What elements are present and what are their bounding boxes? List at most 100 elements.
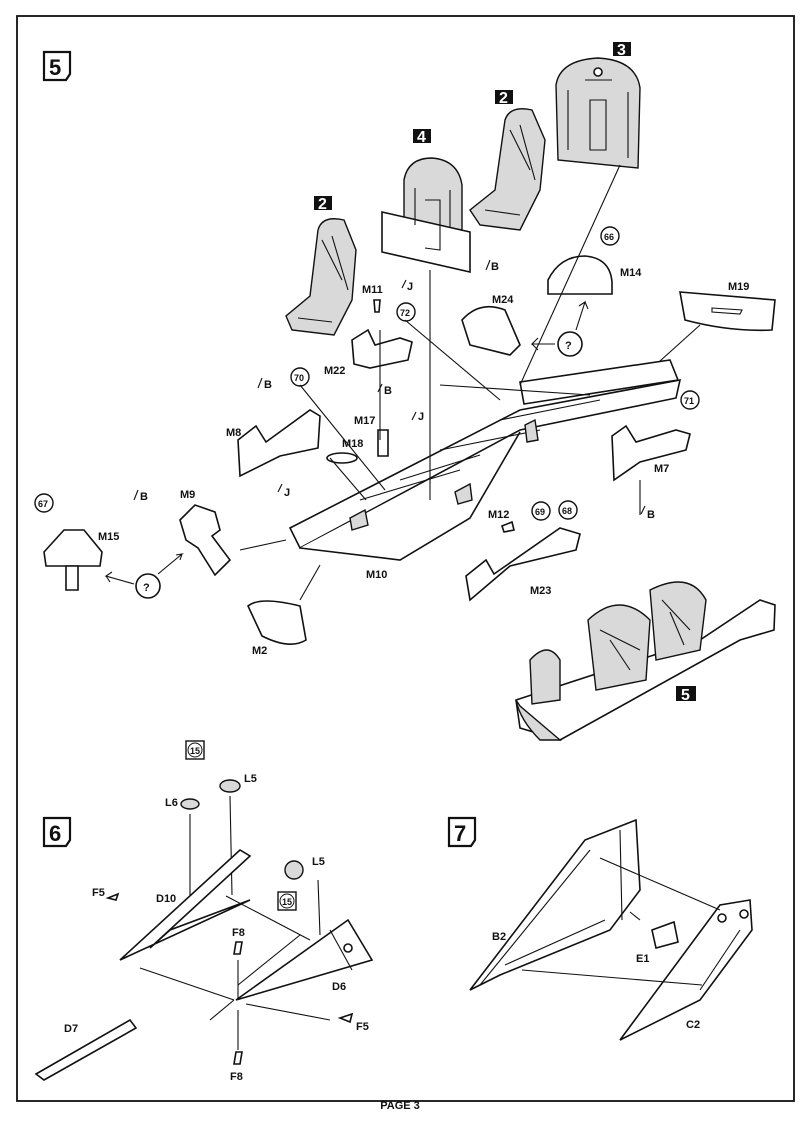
badge-assembly: 5 <box>676 686 696 704</box>
svg-text:70: 70 <box>294 373 304 383</box>
label-m18: M18 <box>342 438 363 450</box>
m24-part <box>461 305 521 356</box>
svg-text:2: 2 <box>318 196 327 213</box>
svg-text:4: 4 <box>417 129 426 146</box>
paint-ref-15-top: 15 <box>185 740 205 760</box>
l5-side-part <box>284 860 304 880</box>
page-frame <box>16 15 795 1102</box>
f5-right-part <box>337 1012 354 1024</box>
label-m11-sprue: J <box>407 281 413 293</box>
paint-ref-69: 69 <box>531 501 551 521</box>
step-6-marker: 6 <box>42 816 72 848</box>
label-m9-sprue: B <box>140 491 148 503</box>
svg-text:3: 3 <box>617 42 626 59</box>
label-m7: M7 <box>654 463 669 475</box>
paint-ref-66: 66 <box>600 226 620 246</box>
f5-left-part <box>105 892 120 901</box>
left-seat-part <box>285 218 357 336</box>
c2-part <box>619 899 753 1041</box>
badge-right-seat: 2 <box>495 90 513 107</box>
label-m24-sprue: B <box>491 261 499 273</box>
step-5-marker: 5 <box>42 50 72 82</box>
badge-front-bulkhead: 4 <box>413 129 431 146</box>
label-m14: M14 <box>620 267 642 279</box>
right-seat-part <box>469 108 546 231</box>
svg-text:2: 2 <box>499 90 508 107</box>
d6-part <box>235 918 374 1001</box>
label-b2: B2 <box>492 931 506 943</box>
m12-part <box>501 520 515 533</box>
m2-part <box>247 600 307 645</box>
b2-part <box>469 818 641 991</box>
svg-text:?: ? <box>565 340 572 352</box>
f8-top-part <box>233 941 243 955</box>
m23-part <box>465 527 581 602</box>
step-6-number: 6 <box>49 821 61 846</box>
label-m17: M17 <box>354 415 375 427</box>
d7-part <box>34 1018 138 1081</box>
label-m19: M19 <box>728 281 749 293</box>
label-e1: E1 <box>636 953 649 965</box>
d10-part <box>119 849 252 961</box>
label-l5-side: L5 <box>312 856 325 868</box>
svg-text:5: 5 <box>681 687 690 704</box>
label-f5-right: F5 <box>356 1021 369 1033</box>
f8-bottom-part <box>233 1051 243 1065</box>
label-m11: M11 <box>362 284 383 296</box>
label-m18-sprue: J <box>284 487 290 499</box>
alternative-marker-left: ? <box>104 553 184 599</box>
paint-ref-72: 72 <box>396 302 416 322</box>
m9-part <box>179 504 232 577</box>
m14-part <box>547 255 613 295</box>
label-m22-sprue: B <box>384 385 392 397</box>
label-d7: D7 <box>64 1023 78 1035</box>
e1-part <box>651 920 679 949</box>
label-d6: D6 <box>332 981 346 993</box>
front-bulkhead-part <box>381 157 471 274</box>
m11-part <box>373 299 381 313</box>
svg-text:15: 15 <box>282 897 292 907</box>
svg-text:?: ? <box>143 582 150 594</box>
m8-part <box>237 409 321 478</box>
label-m22: M22 <box>324 365 345 377</box>
completed-cockpit-assembly <box>515 581 776 741</box>
paint-ref-15-side: 15 <box>277 891 297 911</box>
paint-ref-71: 71 <box>680 390 700 410</box>
m15-part <box>43 529 103 567</box>
paint-ref-68: 68 <box>558 500 578 520</box>
svg-text:15: 15 <box>190 746 200 756</box>
alternative-marker-right: ? <box>530 300 589 357</box>
svg-text:69: 69 <box>535 507 545 517</box>
svg-text:66: 66 <box>604 232 614 242</box>
step-5-number: 5 <box>49 55 61 80</box>
m22-part <box>351 328 413 369</box>
paint-ref-70: 70 <box>290 367 310 387</box>
label-f8-top: F8 <box>232 927 245 939</box>
l6-part <box>180 798 200 810</box>
m7-part <box>611 424 691 482</box>
label-m8-sprue: B <box>264 379 272 391</box>
rear-bulkhead-part <box>555 57 641 169</box>
l5-top-part <box>219 779 241 793</box>
svg-text:72: 72 <box>400 308 410 318</box>
badge-left-seat: 2 <box>314 196 332 213</box>
svg-text:67: 67 <box>38 499 48 509</box>
label-m24: M24 <box>492 294 514 306</box>
m18-part <box>326 452 358 464</box>
badge-rear-bulkhead: 3 <box>613 42 631 59</box>
label-l6: L6 <box>165 797 178 809</box>
m10-cockpit-floor <box>288 359 682 561</box>
label-m12: M12 <box>488 509 509 521</box>
label-m17-sprue: J <box>418 411 424 423</box>
svg-text:68: 68 <box>562 506 572 516</box>
label-m15: M15 <box>98 531 119 543</box>
label-m10: M10 <box>366 569 387 581</box>
label-m8: M8 <box>226 427 241 439</box>
page-number: PAGE 3 <box>380 1100 420 1112</box>
m19-part <box>679 291 776 332</box>
paint-ref-67: 67 <box>34 493 54 513</box>
label-m2: M2 <box>252 645 267 657</box>
label-f8-bottom: F8 <box>230 1071 243 1083</box>
svg-text:71: 71 <box>684 396 694 406</box>
